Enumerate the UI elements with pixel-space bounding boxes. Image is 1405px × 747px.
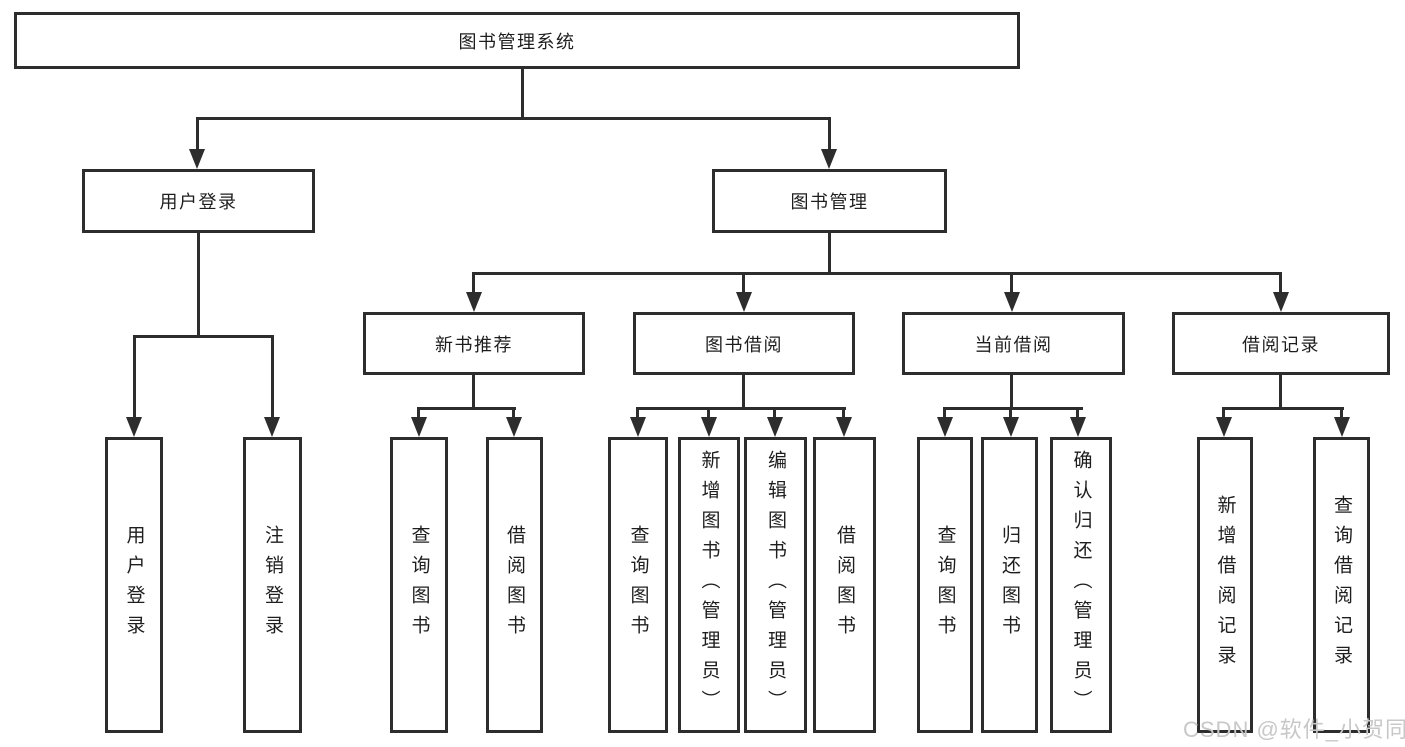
csdn-watermark: CSDN @软件_小贺同学 <box>1183 717 1405 742</box>
arrowhead-icon <box>506 417 522 437</box>
connector-line <box>472 272 475 294</box>
arrowhead-icon <box>937 417 953 437</box>
leaf-query-books-borrow: 查询图书 <box>608 437 668 733</box>
connector-line <box>742 374 745 409</box>
connector-line <box>512 407 515 419</box>
arrowhead-icon <box>821 149 837 169</box>
arrowhead-icon <box>189 149 205 169</box>
node-root: 图书管理系统 <box>14 12 1020 69</box>
leaf-query-books-current: 查询图书 <box>917 437 973 733</box>
connector-line <box>472 272 1282 275</box>
arrowhead-icon <box>836 417 852 437</box>
connector-line <box>1222 407 1344 410</box>
arrowhead-icon <box>264 417 280 437</box>
node-book-management: 图书管理 <box>712 169 947 233</box>
leaf-borrow-books: 借阅图书 <box>813 437 876 733</box>
leaf-query-borrow-record: 查询借阅记录 <box>1313 437 1370 733</box>
connector-line <box>472 374 475 409</box>
arrowhead-icon <box>1003 417 1019 437</box>
connector-line <box>1076 407 1079 419</box>
leaf-borrow-books-recommend: 借阅图书 <box>486 437 543 733</box>
connector-line <box>742 272 745 294</box>
connector-line <box>637 407 846 410</box>
arrowhead-icon <box>466 292 482 312</box>
arrowhead-icon <box>1334 417 1350 437</box>
connector-line <box>1279 374 1282 409</box>
connector-line <box>197 232 200 337</box>
leaf-user-login: 用户登录 <box>105 437 163 733</box>
connector-line <box>1222 407 1225 419</box>
arrowhead-icon <box>126 417 142 437</box>
connector-line <box>1340 407 1343 419</box>
arrowhead-icon <box>1004 292 1020 312</box>
leaf-add-borrow-record: 新增借阅记录 <box>1197 437 1253 733</box>
connector-line <box>417 407 420 419</box>
arrowhead-icon <box>767 417 783 437</box>
leaf-confirm-return-admin: 确认归还（管理员） <box>1050 437 1112 733</box>
connector-line <box>1010 374 1013 409</box>
node-borrow-records: 借阅记录 <box>1172 312 1390 375</box>
connector-line <box>133 335 136 419</box>
node-user-login: 用户登录 <box>82 169 315 233</box>
connector-line <box>636 407 639 419</box>
connector-line <box>196 117 831 120</box>
connector-line <box>521 68 524 119</box>
arrowhead-icon <box>736 292 752 312</box>
connector-line <box>773 407 776 419</box>
leaf-return-books: 归还图书 <box>981 437 1038 733</box>
leaf-edit-books-admin: 编辑图书（管理员） <box>744 437 807 733</box>
connector-line <box>133 335 274 338</box>
arrowhead-icon <box>701 417 717 437</box>
node-new-book-recommend: 新书推荐 <box>363 312 585 375</box>
leaf-add-books-admin: 新增图书（管理员） <box>678 437 740 733</box>
arrowhead-icon <box>1216 417 1232 437</box>
connector-line <box>1009 407 1012 419</box>
leaf-query-books-recommend: 查询图书 <box>390 437 448 733</box>
connector-line <box>1010 272 1013 294</box>
arrowhead-icon <box>411 417 427 437</box>
connector-line <box>1279 272 1282 294</box>
connector-line <box>196 117 199 152</box>
connector-line <box>944 407 1083 410</box>
connector-line <box>271 335 274 419</box>
connector-line <box>828 232 831 275</box>
leaf-logout: 注销登录 <box>243 437 302 733</box>
connector-line <box>707 407 710 419</box>
connector-line <box>943 407 946 419</box>
arrowhead-icon <box>1070 417 1086 437</box>
arrowhead-icon <box>1273 292 1289 312</box>
connector-line <box>418 407 516 410</box>
arrowhead-icon <box>630 417 646 437</box>
node-book-borrow: 图书借阅 <box>633 312 855 375</box>
connector-line <box>828 117 831 152</box>
connector-line <box>842 407 845 419</box>
node-current-borrow: 当前借阅 <box>902 312 1125 375</box>
